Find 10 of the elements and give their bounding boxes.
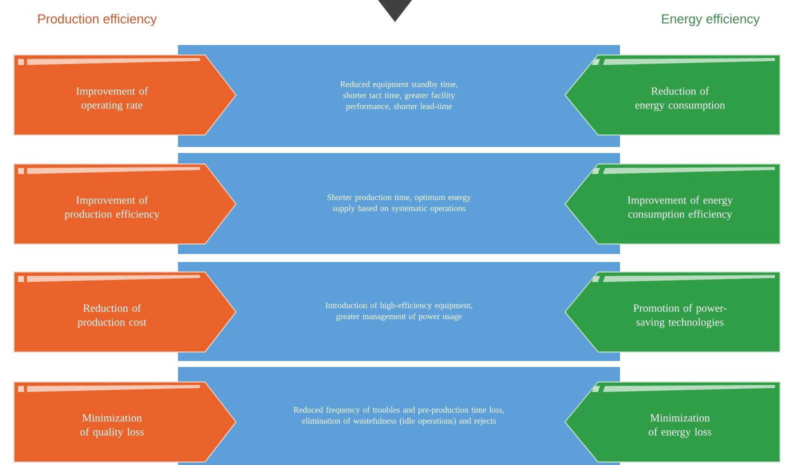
- section-heading: Production efficiency: [38, 14, 157, 26]
- arrow-box: Promotion of power-saving technologies: [564, 272, 780, 352]
- arrow-box: Minimization of energy loss: [564, 382, 780, 462]
- arrow-box: Improvement of operating rate: [14, 54, 237, 136]
- arrow-box: Improvement of production efficiency: [14, 164, 237, 244]
- arrow-box: Reduction of production cost: [14, 272, 237, 352]
- section-heading: Energy efficiency: [662, 14, 760, 26]
- arrow-box: Reduction of energy consumption: [564, 54, 780, 136]
- arrow-box: Minimization of quality loss: [14, 382, 237, 462]
- arrow-box: Improvement of energy consumption efficiency: [564, 164, 780, 244]
